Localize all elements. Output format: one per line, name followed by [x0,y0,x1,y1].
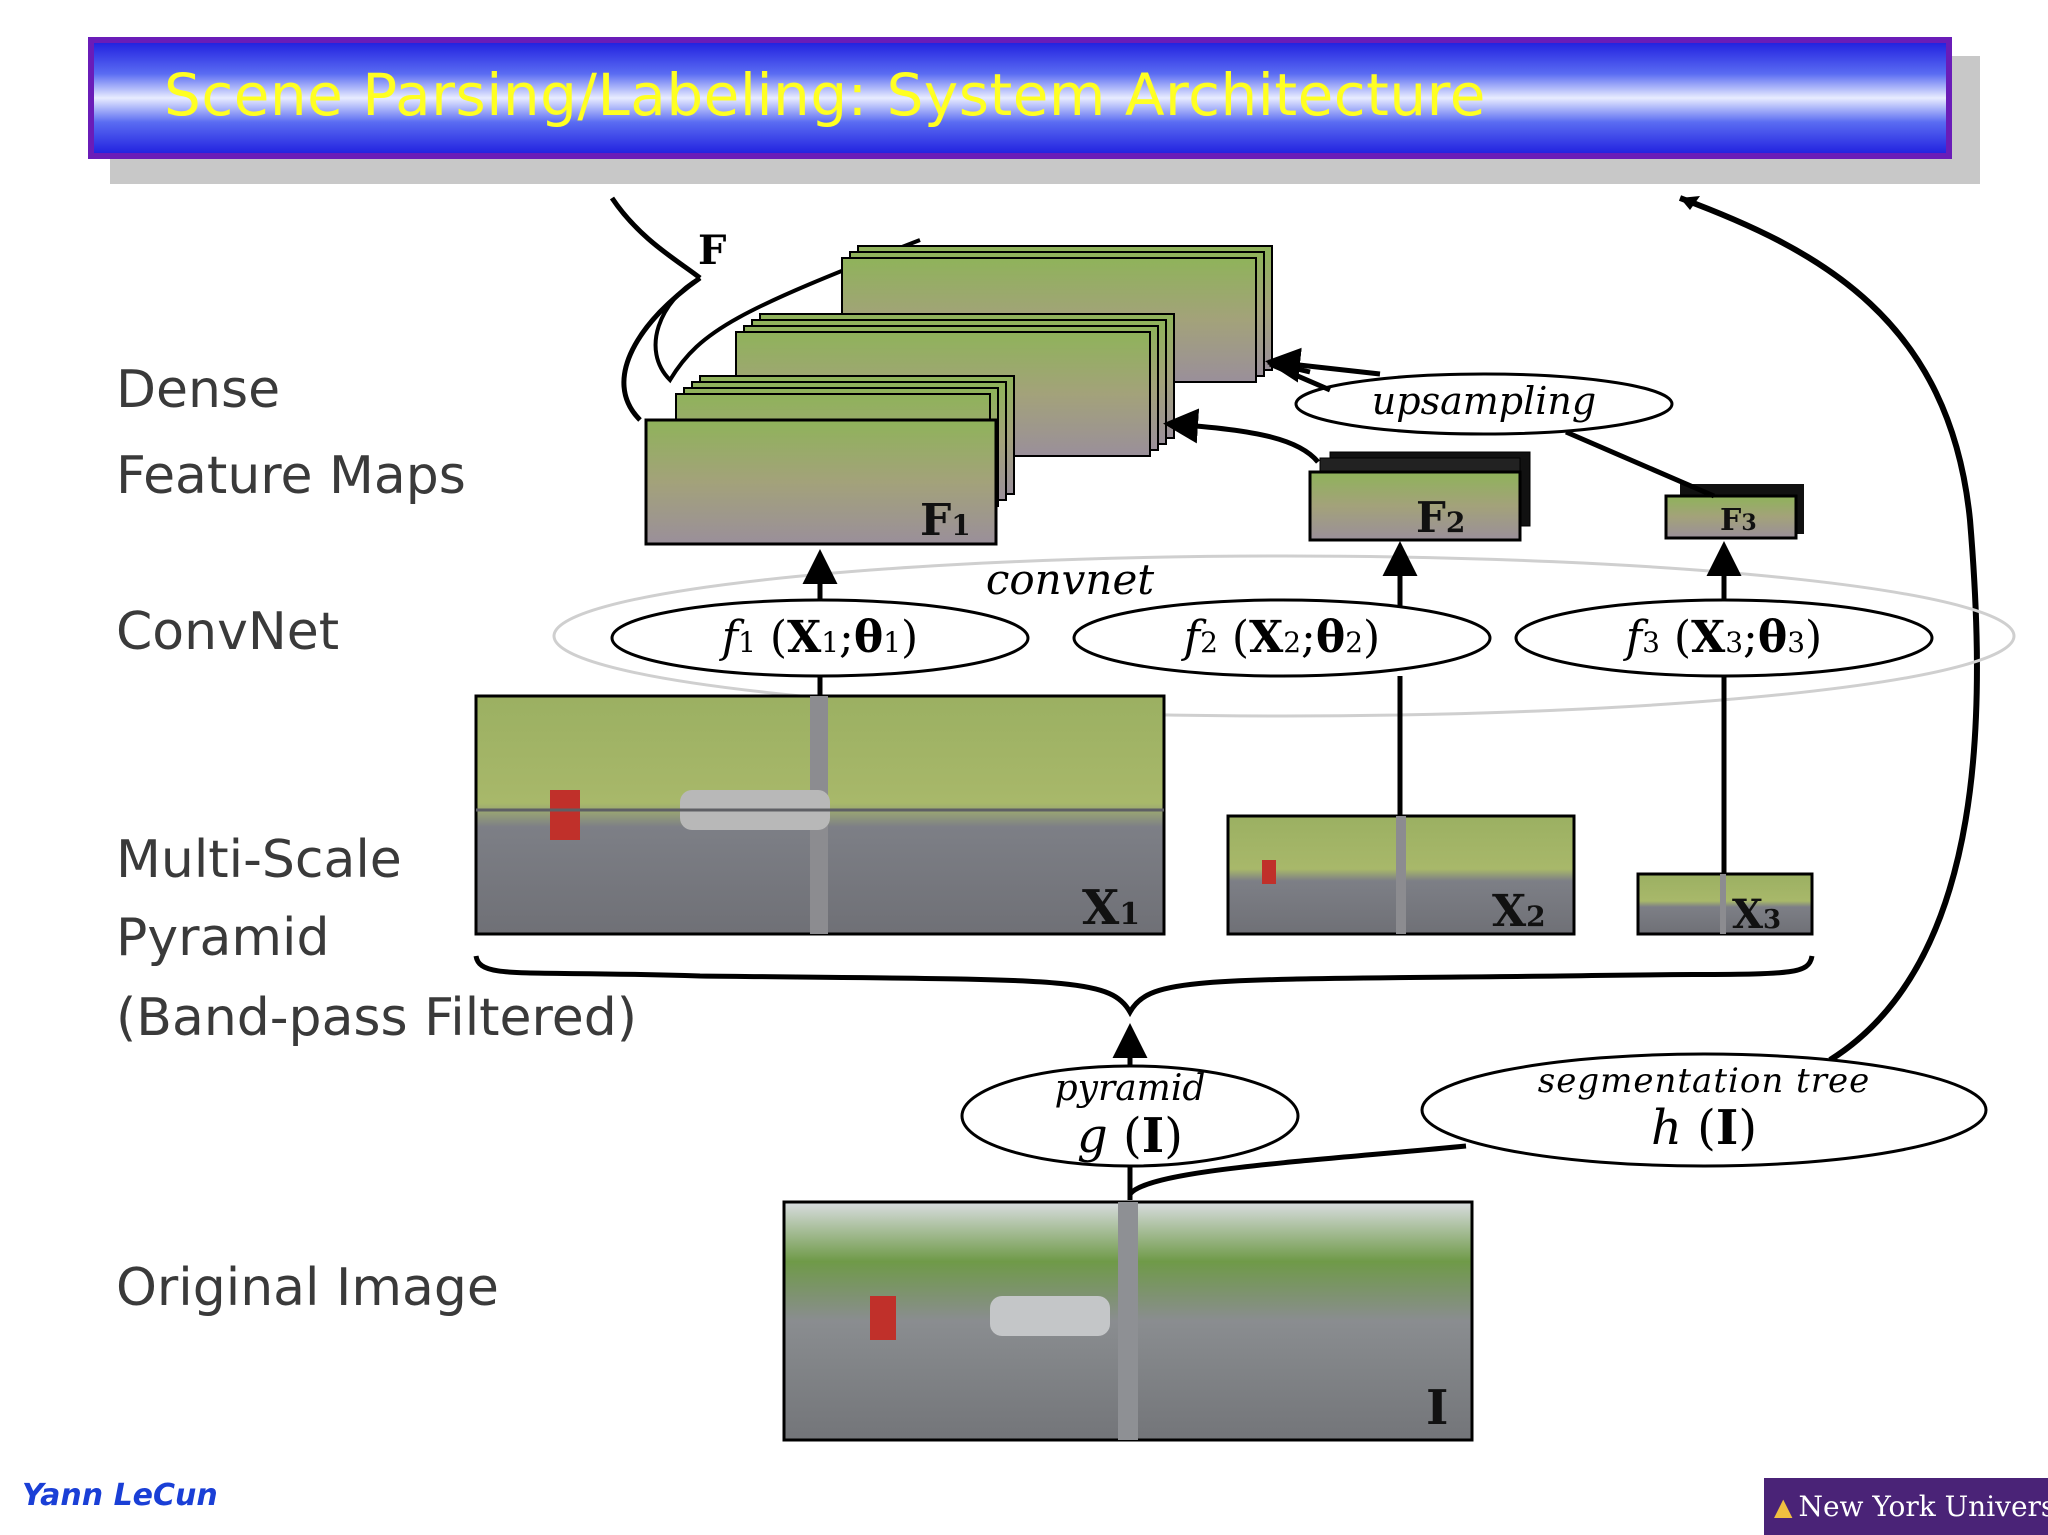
feature-brace-lower [621,275,702,422]
footer-author: Yann LeCun [22,1478,218,1513]
convnet-label: convnet [986,555,1154,604]
svg-text:segmentation tree: segmentation tree [1538,1061,1870,1101]
pyramid-brace [473,955,1815,1018]
pyramid-image-X1: X1 [474,694,1166,936]
svg-text:I: I [1426,1380,1448,1436]
convnet-group-ellipse [552,554,2016,718]
svg-text:h (I): h (I) [1651,1100,1757,1156]
torch-icon: ▲ [1774,1492,1793,1521]
F-label: F [698,227,726,274]
segmentation-return-arrow [1678,195,1980,1063]
svg-text:F3: F3 [1720,503,1757,538]
svg-text:F2: F2 [1416,493,1465,542]
title-bar: Scene Parsing/Labeling: System Architect… [88,37,1952,159]
feature-map-F1-stack: F1 [644,245,1273,546]
svg-text:g (I): g (I) [1077,1108,1183,1164]
feature-brace-top [609,196,702,280]
svg-text:X2: X2 [1492,886,1546,937]
feature-brace-curve [653,238,921,384]
architecture-diagram: F F1 F2 F3 upsampling convnet [473,195,2016,1442]
segmentation-operator: segmentation tree h (I) [1420,1052,1988,1168]
slide-title: Scene Parsing/Labeling: System Architect… [164,61,1486,129]
upsampling-ellipse [1294,372,1674,436]
svg-text:F1: F1 [920,495,971,546]
convnet-f3: f3 (X3;θ3) [1514,598,1934,678]
convnet-f1: f1 (X1;θ1) [610,598,1030,678]
label-original-image: Original Image [116,1258,499,1318]
label-convnet: ConvNet [116,602,340,662]
nyu-logo: ▲ New York University [1764,1478,2048,1535]
original-image-I: I [782,1200,1474,1442]
label-band-pass: (Band-pass Filtered) [116,988,638,1048]
pyramid-image-X2: X2 [1226,814,1576,937]
pyramid-image-X3: X3 [1636,872,1814,938]
label-dense: Dense [116,360,281,420]
label-feature-maps: Feature Maps [116,446,466,506]
label-pyramid: Pyramid [116,908,330,968]
feature-map-F2-stack: F2 [1308,451,1531,542]
convnet-f2: f2 (X2;θ2) [1072,598,1492,678]
feature-map-F3-stack: F3 [1664,484,1804,540]
upsampling-label: upsampling [1372,379,1596,423]
nyu-text: New York University [1798,1490,2048,1523]
svg-text:X3: X3 [1732,891,1781,938]
label-multi-scale: Multi-Scale [116,830,402,890]
pyramid-operator: pyramid g (I) [960,1064,1300,1168]
svg-text:X1: X1 [1082,880,1140,936]
svg-text:pyramid: pyramid [1055,1068,1206,1109]
